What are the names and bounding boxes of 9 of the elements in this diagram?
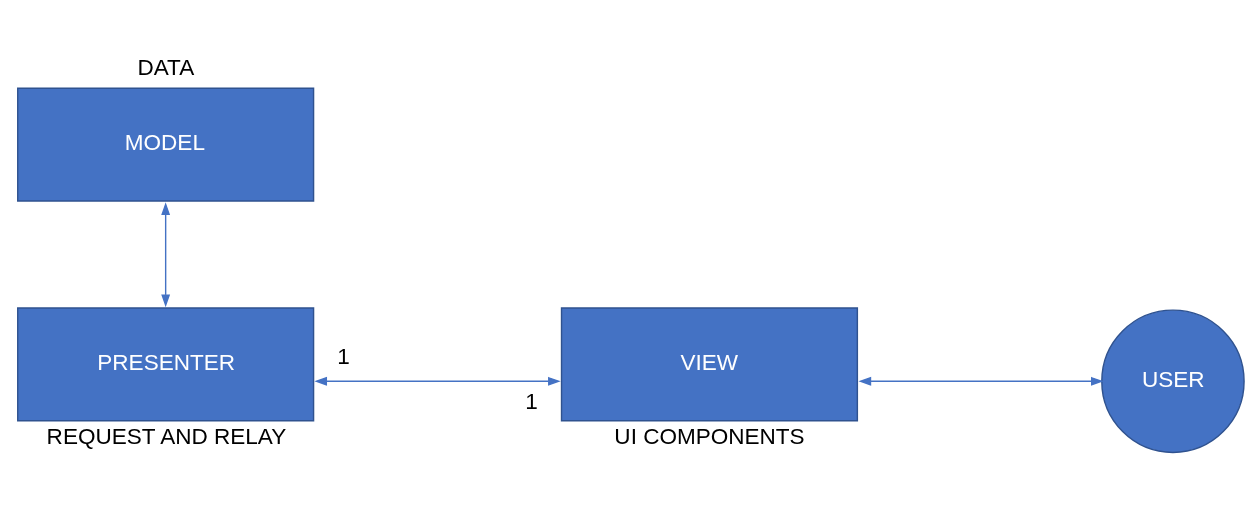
node-label: REQUEST AND RELAY (46, 423, 287, 449)
label: 1 (337, 343, 350, 369)
node-label: DATA (137, 54, 195, 80)
label: 1 (525, 388, 538, 414)
node-label: UI COMPONENTS (614, 423, 805, 449)
arrow (161, 201, 171, 307)
node-circle: USER (1101, 308, 1245, 453)
arrow (858, 376, 1104, 386)
arrow (314, 376, 561, 386)
